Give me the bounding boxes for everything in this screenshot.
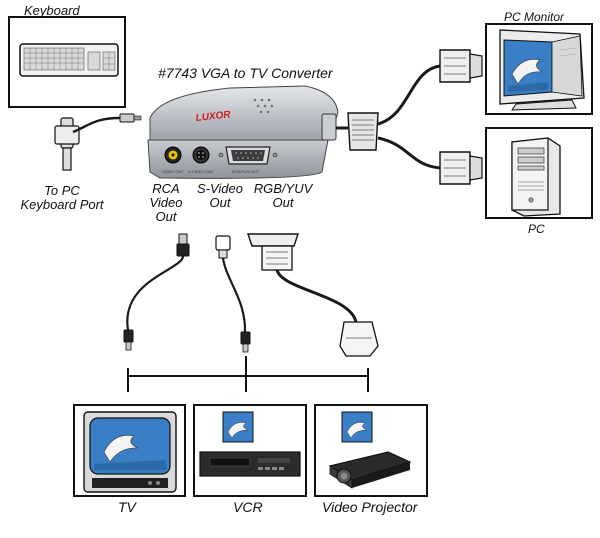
- rca-out-label-line-2: Video: [149, 195, 183, 210]
- diagram-title: #7743 VGA to TV Converter: [158, 65, 333, 81]
- port-marking-svideo: S-VIDEO OUT: [188, 169, 215, 174]
- port-marking-video: VIDEO OUT: [162, 169, 185, 174]
- rgb-out-label-line-2: Out: [272, 195, 294, 210]
- keyboard-adapter-icon: [54, 113, 142, 171]
- output-bracket: [127, 356, 369, 392]
- rgb-out-label: RGB/YUV Out: [252, 182, 314, 210]
- rca-out-label: RCA Video Out: [143, 182, 189, 224]
- rca-out-label-line-1: RCA: [152, 181, 180, 196]
- keyboard-port-label: To PC Keyboard Port: [10, 184, 114, 212]
- keyboard-label: Keyboard: [24, 3, 80, 18]
- tv-icon: [83, 411, 177, 493]
- rgb-out-label-line-1: RGB/YUV: [253, 181, 313, 196]
- projector-icon: [328, 411, 412, 489]
- svideo-out-label-line-1: S-Video: [196, 181, 243, 196]
- projector-label: Video Projector: [322, 499, 418, 515]
- vcr-label: VCR: [233, 499, 263, 515]
- pc-monitor-label: PC Monitor: [504, 10, 565, 24]
- vga-splitter-cable-icon: [336, 49, 483, 185]
- pc-label: PC: [528, 222, 545, 236]
- port-marking-rgb: RGB/YUV OUT: [232, 169, 260, 174]
- brand-logo: LUXOR: [195, 109, 232, 124]
- vga-tv-converter-icon: LUXOR VIDEO OUT S-VIDEO OUT RGB/YUV OU: [147, 85, 339, 179]
- pc-monitor-icon: [499, 29, 585, 111]
- keyboard-icon: [19, 43, 119, 77]
- keyboard-port-label-line-1: To PC: [44, 183, 80, 198]
- vcr-icon: [199, 411, 301, 477]
- tv-label: TV: [118, 499, 136, 515]
- pc-tower-icon: [511, 137, 561, 217]
- keyboard-port-label-line-2: Keyboard Port: [20, 197, 104, 212]
- svideo-out-label-line-2: Out: [209, 195, 231, 210]
- svideo-out-label: S-Video Out: [192, 182, 248, 210]
- output-cables-icon: [123, 233, 379, 357]
- rca-out-label-line-3: Out: [155, 209, 177, 224]
